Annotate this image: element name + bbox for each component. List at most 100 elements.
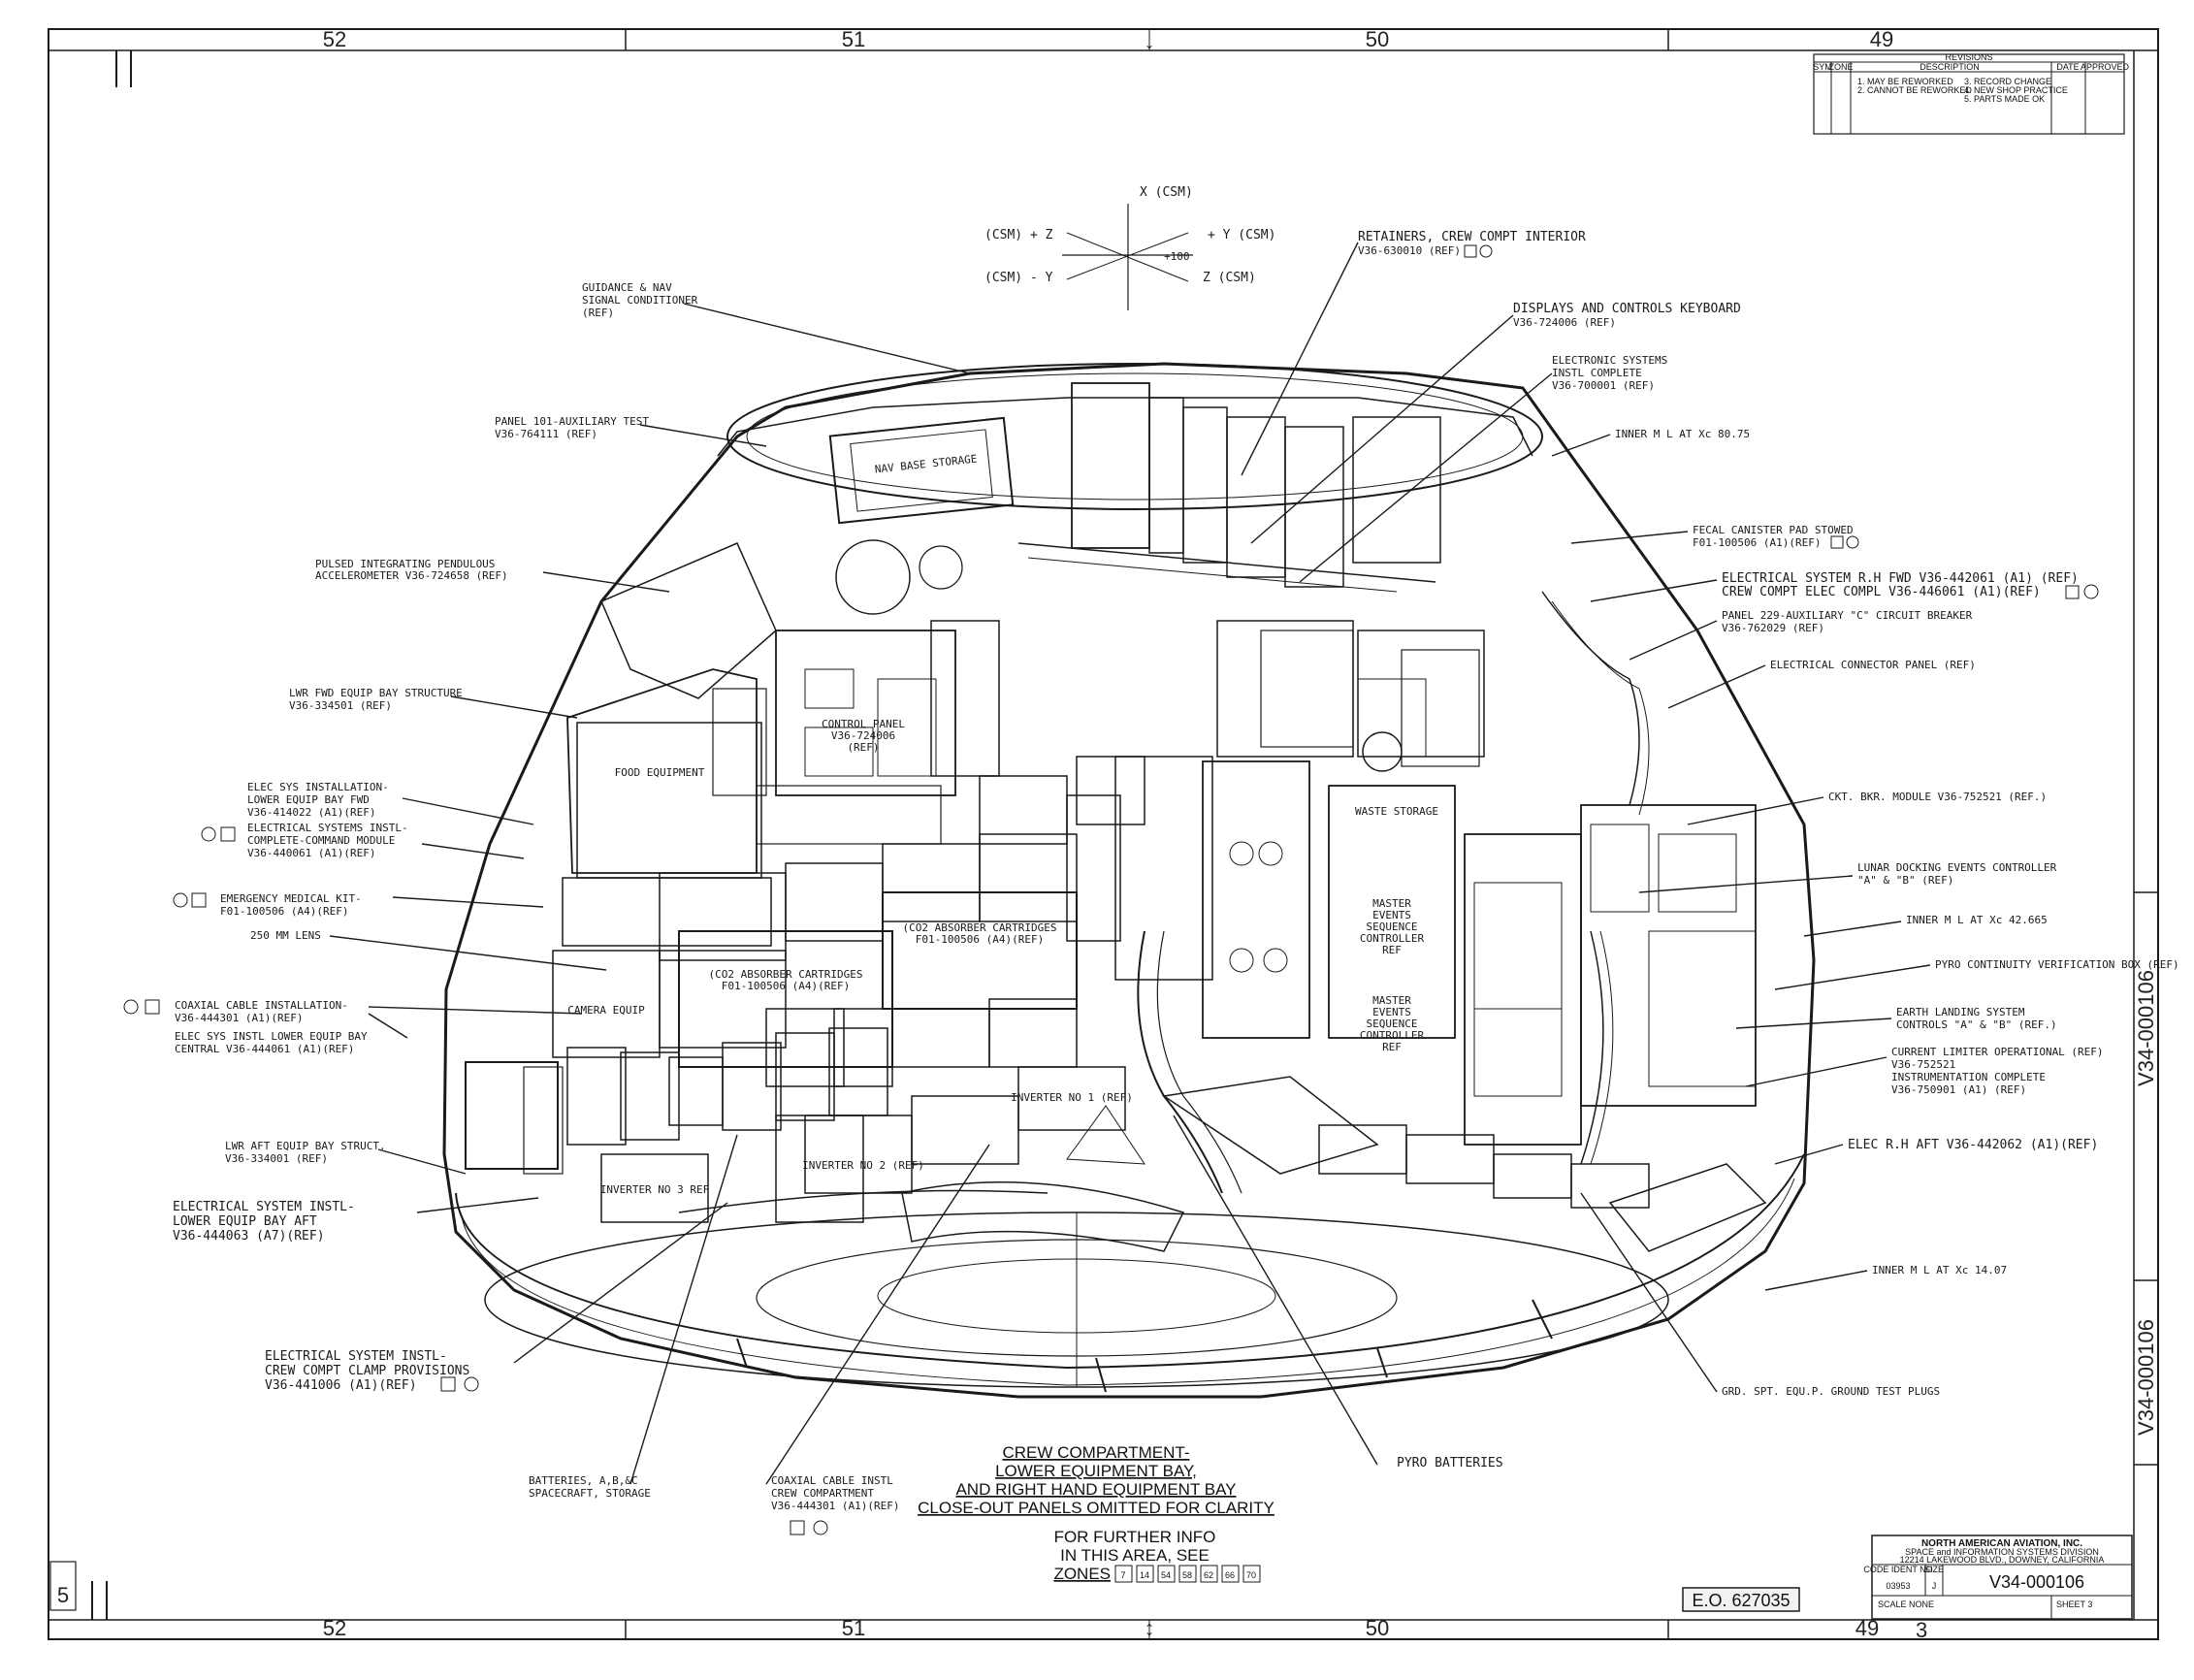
callout-elec-rh-fwd: ELECTRICAL SYSTEM R.H FWD V36-442061 (A1… — [1722, 571, 2079, 586]
note-further-info: FOR FURTHER INFO — [1054, 1528, 1216, 1546]
axis-z-label: Z (CSM) — [1203, 271, 1256, 285]
zone-label-bottom: 51 — [842, 1616, 865, 1640]
reference-circle-icon — [464, 1376, 479, 1392]
revisions-block: REVISIONS SYM ZONE DESCRIPTION DATE APPR… — [1813, 52, 2130, 135]
master-events-label: EVENTS — [1372, 909, 1411, 921]
zone-ref: 58 — [1182, 1570, 1192, 1580]
zone-label-top: 49 — [1870, 27, 1893, 51]
co2-absorber-label: (CO2 ABSORBER CARTRIDGES — [903, 921, 1057, 934]
revisions-note: 5. PARTS MADE OK — [1964, 94, 2045, 104]
company-division: SPACE and INFORMATION SYSTEMS DIVISION — [1905, 1547, 2099, 1557]
zone-ref: 7 — [1120, 1570, 1125, 1580]
callout-batteries: BATTERIES, A,B,&C — [529, 1474, 638, 1487]
callout-elec-sys-installation: LOWER EQUIP BAY FWD — [247, 793, 370, 806]
reference-circle-icon — [2083, 584, 2099, 599]
zone-ref: 66 — [1225, 1570, 1235, 1580]
callout-elec-sys-installation: V36-414022 (A1)(REF) — [247, 806, 375, 819]
callout-fecal-canister: F01-100506 (A1)(REF) — [1693, 536, 1821, 549]
callout-current-limiter: V36-752521 — [1891, 1058, 1955, 1071]
co2-absorber-label: F01-100506 (A4)(REF) — [722, 980, 850, 992]
callout-lwr-aft-equip: LWR AFT EQUIP BAY STRUCT. — [225, 1140, 386, 1152]
note-line: CLOSE-OUT PANELS OMITTED FOR CLARITY — [918, 1499, 1274, 1517]
callout-elec-systems-instl: ELECTRICAL SYSTEMS INSTL- — [247, 822, 408, 834]
callout-fecal-canister: FECAL CANISTER PAD STOWED — [1693, 524, 1854, 536]
revisions-header: DATE — [2056, 62, 2079, 72]
callout-pyro-continuity: PYRO CONTINUITY VERIFICATION BOX (REF) — [1935, 958, 2179, 971]
reference-box-icon — [440, 1376, 456, 1392]
callout-elec-clamp: V36-441006 (A1)(REF) — [265, 1378, 417, 1393]
note-zones-label: ZONES — [1053, 1565, 1111, 1583]
callout-elec-systems-instl: V36-440061 (A1)(REF) — [247, 847, 375, 859]
callout-coaxial-crew: COAXIAL CABLE INSTL — [771, 1474, 893, 1487]
callout-displays-keyboard: DISPLAYS AND CONTROLS KEYBOARD — [1513, 302, 1741, 316]
callout-retainers: V36-630010 (REF) — [1358, 244, 1461, 257]
callout-retainers: RETAINERS, CREW COMPT INTERIOR — [1358, 230, 1586, 244]
crew-compartment-illustration — [442, 362, 1816, 1399]
reference-box-icon — [220, 826, 236, 842]
callout-panel-229: PANEL 229-AUXILIARY "C" CIRCUIT BREAKER — [1722, 609, 1973, 622]
master-events-label: EVENTS — [1372, 1006, 1411, 1018]
callout-lunar-docking: "A" & "B" (REF) — [1857, 874, 1953, 887]
control-panel-label: (REF) — [847, 741, 879, 754]
callout-elec-lower-aft: LOWER EQUIP BAY AFT — [173, 1214, 317, 1229]
co2-absorber-label: F01-100506 (A4)(REF) — [916, 933, 1044, 946]
revisions-header: SYM — [1813, 62, 1832, 72]
reference-circle-icon — [1846, 535, 1859, 549]
size-label: SIZE — [1924, 1565, 1944, 1574]
callout-coaxial-cable: COAXIAL CABLE INSTALLATION- — [175, 999, 348, 1012]
callout-guidance-nav: SIGNAL CONDITIONER — [582, 294, 698, 307]
callout-pulsed-accelerometer: ACCELEROMETER V36-724658 (REF) — [315, 569, 508, 582]
code-ident-value: 03953 — [1886, 1581, 1910, 1591]
control-panel-label: CONTROL PANEL — [822, 718, 905, 730]
axis-symbol: X (CSM) (CSM) + Z (CSM) - Y + Y (CSM) Z … — [984, 185, 1275, 310]
zone-label-top: 51 — [842, 27, 865, 51]
reference-box-icon — [1464, 244, 1477, 258]
callout-elec-clamp: CREW COMPT CLAMP PROVISIONS — [265, 1364, 469, 1378]
revisions-header: DESCRIPTION — [1920, 62, 1980, 72]
revisions-title: REVISIONS — [1945, 52, 1992, 62]
callout-electronic-systems: INSTL COMPLETE — [1552, 367, 1642, 379]
callout-elec-rh-fwd: CREW COMPT ELEC COMPL V36-446061 (A1)(RE… — [1722, 585, 2041, 599]
sheet-mark: 5 — [57, 1583, 69, 1607]
leader-lines — [329, 242, 1931, 1485]
nav-storage-label: NAV BASE STORAGE — [874, 453, 978, 476]
reference-circle-icon — [813, 1520, 828, 1535]
center-arrow-icon: ↕ — [1145, 1616, 1155, 1640]
zone-label-bottom: 50 — [1366, 1616, 1389, 1640]
food-equipment-label: FOOD EQUIPMENT — [615, 766, 705, 779]
callout-lwr-aft-equip: V36-334001 (REF) — [225, 1152, 328, 1165]
panel-labels: NAV BASE STORAGE CONTROL PANEL V36-72400… — [567, 453, 1438, 1196]
reference-circle-icon — [201, 826, 216, 842]
revisions-note: 3. RECORD CHANGE — [1964, 77, 2051, 86]
master-events-label: SEQUENCE — [1367, 1018, 1418, 1030]
callout-guidance-nav: GUIDANCE & NAV — [582, 281, 672, 294]
callout-elec-systems-instl: COMPLETE-COMMAND MODULE — [247, 834, 395, 847]
callout-panel-101: PANEL 101-AUXILIARY TEST — [495, 415, 649, 428]
inverter-label: INVERTER NO 3 REF — [600, 1183, 710, 1196]
zone-label-bottom: 52 — [323, 1616, 346, 1640]
sheet-border — [48, 28, 2159, 1640]
zone-label-top: 50 — [1366, 27, 1389, 51]
callout-current-limiter: INSTRUMENTATION COMPLETE — [1891, 1071, 2046, 1083]
callout-current-limiter: V36-750901 (A1) (REF) — [1891, 1083, 2026, 1096]
callout-elec-lower-central: ELEC SYS INSTL LOWER EQUIP BAY — [175, 1030, 368, 1043]
sheet-number: 3 — [1916, 1618, 1927, 1642]
callout-panel-229: V36-762029 (REF) — [1722, 622, 1824, 634]
callout-displays-keyboard: V36-724006 (REF) — [1513, 316, 1616, 329]
callouts-right: RETAINERS, CREW COMPT INTERIOR V36-63001… — [1358, 230, 2179, 1398]
callout-inner-ml: INNER M L AT Xc 14.07 — [1872, 1264, 2007, 1276]
note-line: AND RIGHT HAND EQUIPMENT BAY — [955, 1480, 1236, 1499]
callout-elec-lower-central: CENTRAL V36-444061 (A1)(REF) — [175, 1043, 354, 1055]
reference-box-icon — [1830, 535, 1844, 549]
master-events-label: MASTER — [1372, 897, 1411, 910]
master-events-label: CONTROLLER — [1360, 1029, 1425, 1042]
co2-absorber-label: (CO2 ABSORBER CARTRIDGES — [709, 968, 863, 981]
company-address: 12214 LAKEWOOD BLVD., DOWNEY, CALIFORNIA — [1900, 1555, 2105, 1565]
drawing-number: V34-000106 — [1989, 1572, 2084, 1592]
revisions-note: 4. NEW SHOP PRACTICE — [1964, 85, 2068, 95]
code-ident-label: CODE IDENT NO — [1863, 1565, 1932, 1574]
callout-coaxial-crew: CREW COMPARTMENT — [771, 1487, 874, 1500]
zone-label-bottom: 49 — [1855, 1616, 1879, 1640]
callout-coaxial-cable: V36-444301 (A1)(REF) — [175, 1012, 303, 1024]
callout-lens: 250 MM LENS — [250, 929, 321, 942]
